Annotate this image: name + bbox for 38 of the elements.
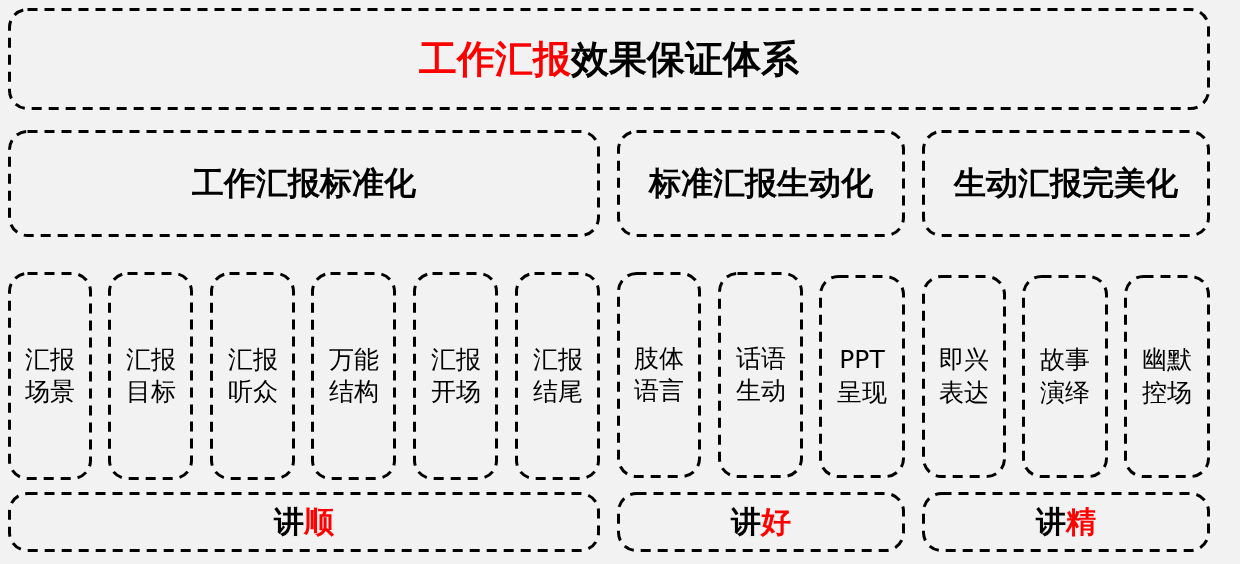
dashed-box <box>210 272 295 480</box>
section-heading: 生动汇报完美化 <box>954 162 1178 204</box>
dashed-box <box>8 130 600 237</box>
summary-label: 讲精 <box>1036 502 1096 541</box>
dashed-box <box>718 272 803 478</box>
dashed-box <box>1124 275 1210 478</box>
item-label: 汇报结尾 <box>531 343 584 408</box>
item-label: 万能结构 <box>327 343 380 408</box>
item-label: 话语生动 <box>734 342 787 407</box>
dashed-box <box>922 492 1210 552</box>
section-heading: 工作汇报标准化 <box>192 162 416 204</box>
item-label: 即兴表达 <box>938 344 990 409</box>
dashed-box <box>8 8 1210 110</box>
dashed-box <box>617 272 701 478</box>
dashed-box <box>413 272 498 480</box>
dashed-box <box>515 272 600 480</box>
banner-label: 工作汇报效果保证体系 <box>419 35 799 83</box>
dashed-box <box>8 272 92 480</box>
item-label: 肢体语言 <box>633 342 685 407</box>
item-label: 汇报听众 <box>226 343 279 408</box>
dashed-box <box>108 272 193 480</box>
dashed-box <box>617 130 905 237</box>
summary-label: 讲好 <box>731 502 791 541</box>
item-label: 故事演绎 <box>1039 344 1091 409</box>
item-label: 汇报场景 <box>24 343 76 408</box>
section-heading: 标准汇报生动化 <box>649 162 873 204</box>
item-label: 幽默控场 <box>1141 344 1193 409</box>
item-label: PPT呈现 <box>836 344 888 409</box>
dashed-box <box>1022 275 1108 478</box>
dashed-box <box>922 130 1210 237</box>
summary-label: 讲顺 <box>274 502 334 541</box>
dashed-box <box>311 272 396 480</box>
item-label: 汇报目标 <box>124 343 177 408</box>
dashed-box <box>922 275 1006 478</box>
dashed-box <box>819 275 905 478</box>
dashed-box <box>617 492 905 552</box>
item-label: 汇报开场 <box>429 343 482 408</box>
dashed-box <box>8 492 600 552</box>
